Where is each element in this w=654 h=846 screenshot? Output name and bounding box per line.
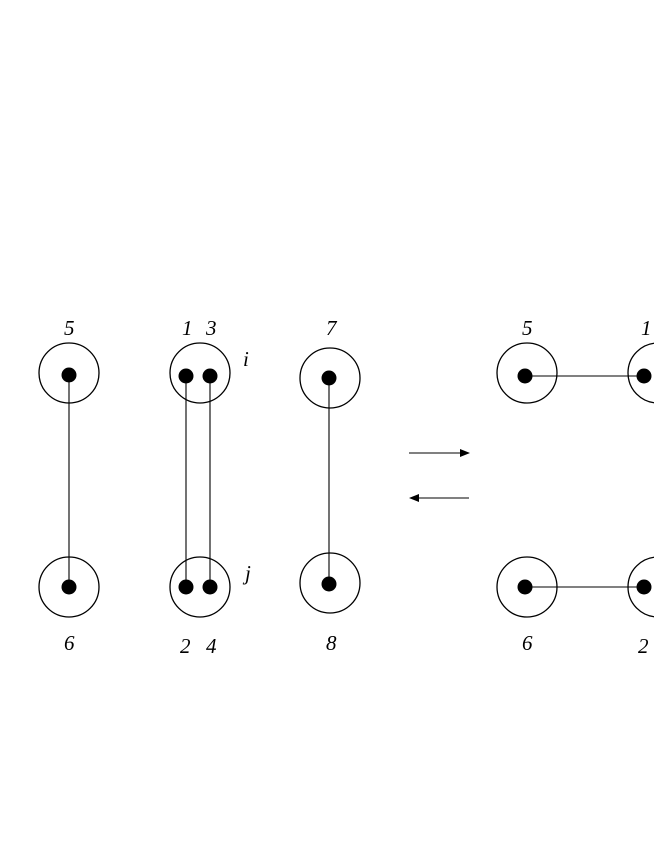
label-4: 4 [206,634,217,658]
label-8: 8 [326,631,337,655]
vertex-5 [61,367,77,383]
vertex-2 [178,579,194,595]
node-circle [299,552,361,614]
label-1: 1 [182,316,193,340]
vertex-3 [202,368,218,384]
node-circle [627,342,654,404]
label-6: 6 [64,631,75,655]
node-circle-j [169,556,231,618]
vertex-1 [636,368,652,384]
vertex-4 [202,579,218,595]
vertex-2 [636,579,652,595]
vertex-7 [321,370,337,386]
vertex-8 [321,576,337,592]
label-2: 2 [180,634,191,658]
label-2: 2 [638,634,649,658]
label-5: 5 [522,316,533,340]
label-i: i [243,347,249,371]
left-configuration: 5 1 3 7 i j 6 2 4 8 [38,316,361,658]
label-1: 1 [641,316,652,340]
label-6: 6 [522,631,533,655]
label-7: 7 [326,316,338,340]
vertex-6 [517,579,533,595]
node-circle [496,342,558,404]
node-circle [299,347,361,409]
right-configuration: 5 1 6 2 [496,316,654,658]
vertex-5 [517,368,533,384]
vertex-1 [178,368,194,384]
label-3: 3 [205,316,217,340]
vertex-6 [61,579,77,595]
label-j: j [242,561,251,585]
label-5: 5 [64,316,75,340]
node-circle-i [169,342,231,404]
